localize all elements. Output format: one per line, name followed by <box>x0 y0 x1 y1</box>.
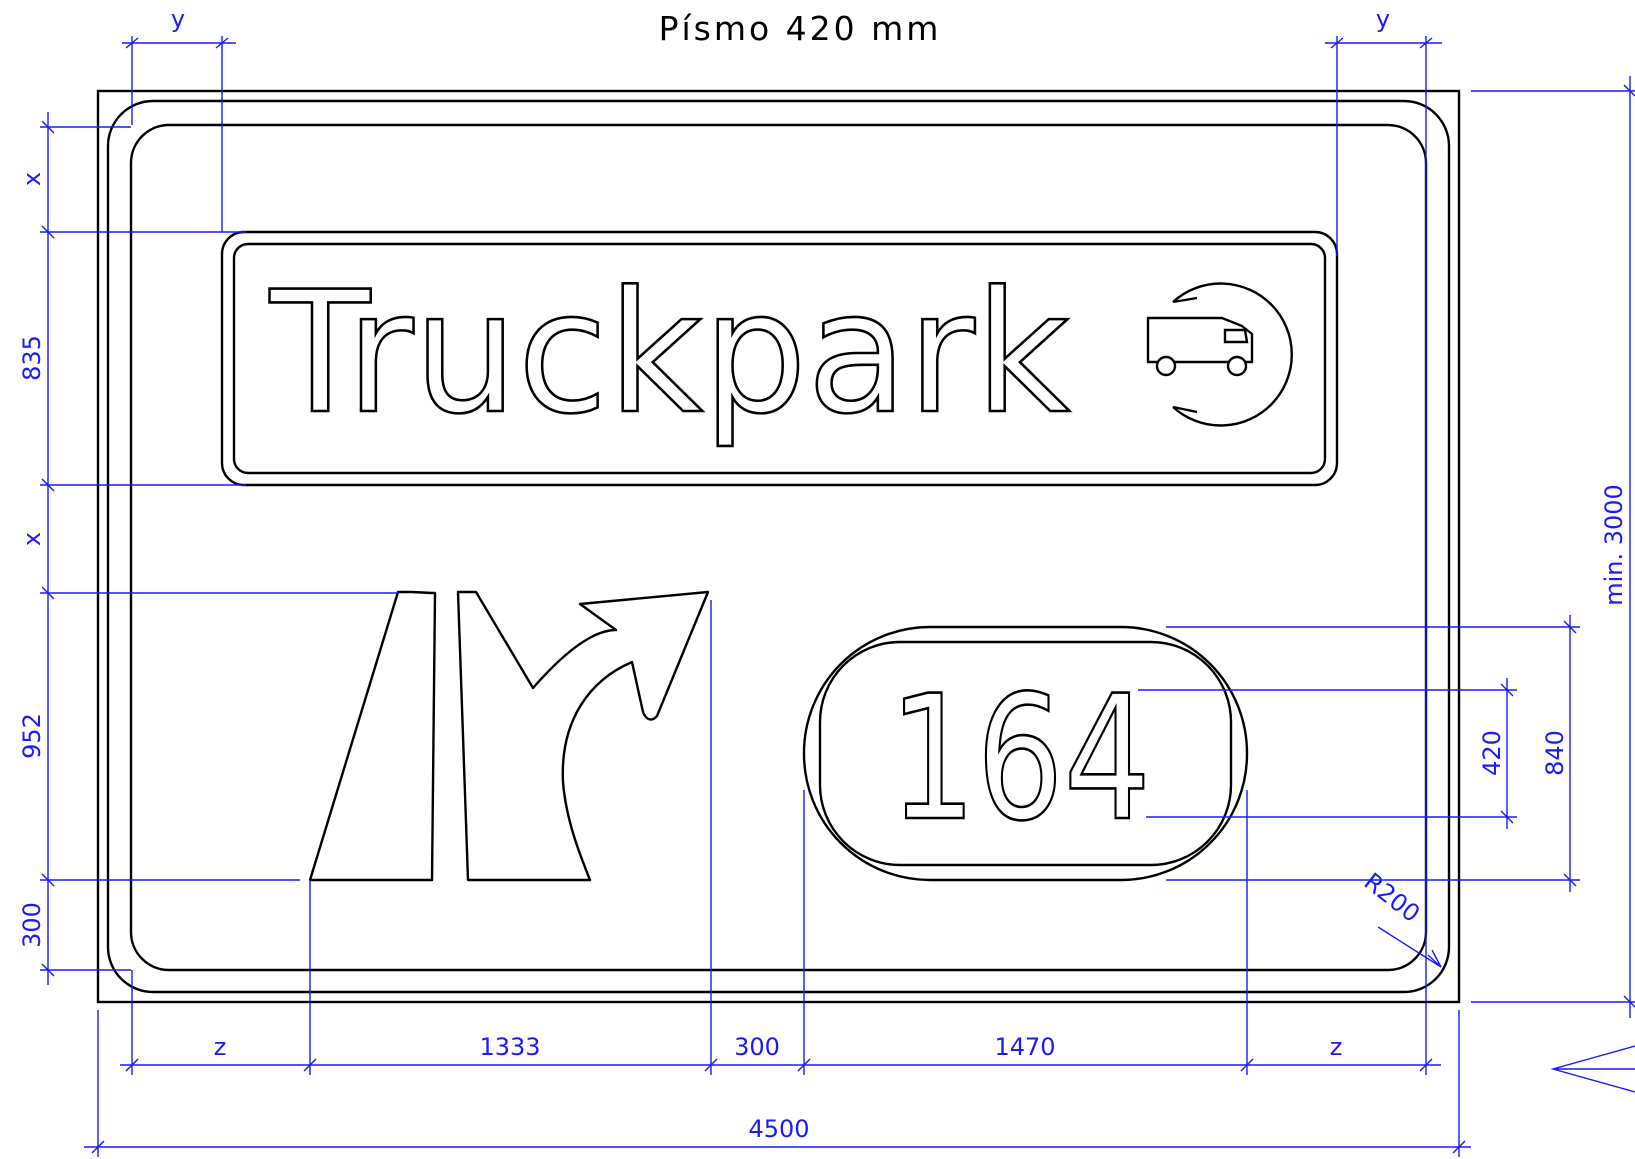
dim-z-right: z <box>1330 1033 1343 1061</box>
destination-panel: Truckpark <box>220 230 1339 487</box>
dim-835: 835 <box>18 335 46 381</box>
route-number-shield: 164 <box>802 625 1249 882</box>
destination-label: Truckpark <box>269 255 1070 451</box>
dim-1333: 1333 <box>479 1033 540 1061</box>
truck-body <box>1146 316 1254 364</box>
dim-4500: 4500 <box>748 1115 809 1143</box>
truck-parking-icon <box>1146 282 1293 427</box>
route-shield-inner <box>818 640 1233 867</box>
dim-y-top-left: y <box>171 5 185 33</box>
truck-window <box>1223 328 1249 344</box>
sign-outer-frame <box>96 89 1461 1004</box>
font-size-title: Písmo 420 mm <box>659 9 942 48</box>
left-lane-strip <box>308 590 437 882</box>
route-number: 164 <box>889 658 1151 859</box>
dim-x-mid: x <box>18 532 46 546</box>
dim-1470: 1470 <box>994 1033 1055 1061</box>
dim-y-top-right: y <box>1376 5 1390 33</box>
ring-arc <box>1172 282 1293 427</box>
dim-z-left: z <box>214 1033 227 1061</box>
destination-panel-outer <box>220 230 1339 487</box>
sign-border-outer <box>106 99 1451 994</box>
dim-r200: R200 <box>1359 867 1425 928</box>
dim-300-left: 300 <box>18 902 46 948</box>
truck-wheel-rear <box>1155 355 1177 377</box>
route-shield-outer <box>802 625 1249 882</box>
dim-420: 420 <box>1478 730 1506 776</box>
dim-300-bottom: 300 <box>734 1033 780 1061</box>
dim-x-top: x <box>18 172 46 186</box>
dim-952: 952 <box>18 713 46 759</box>
truck-wheel-front <box>1226 355 1248 377</box>
exit-arrow <box>456 590 710 882</box>
view-direction-arrow-icon <box>1550 1045 1635 1093</box>
dim-840: 840 <box>1541 730 1569 776</box>
destination-panel-inner <box>232 242 1327 475</box>
dimensions: y y x 835 x 952 300 min. 3000 <box>18 5 1635 1157</box>
lane-split-arrow-icon <box>308 590 710 882</box>
dim-min-3000: min. 3000 <box>1600 484 1628 606</box>
sign-panel <box>96 89 1461 1004</box>
